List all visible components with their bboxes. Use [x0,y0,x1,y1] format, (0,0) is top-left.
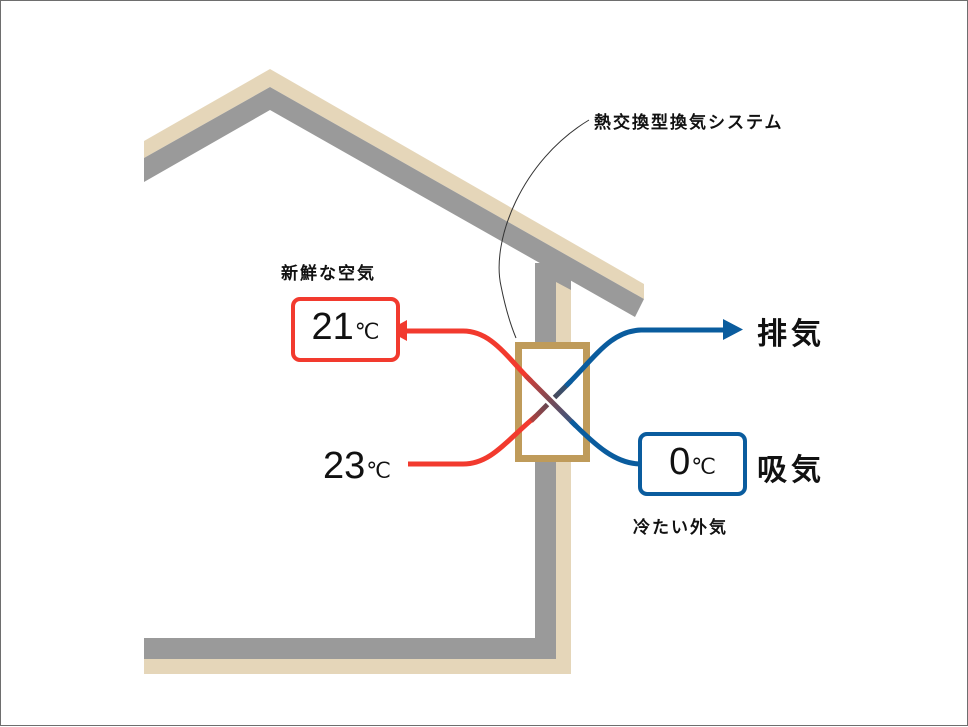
supply-temperature-value: 21 [311,306,354,348]
outside-temperature: 0℃ [669,443,716,486]
return-temperature-unit: ℃ [366,458,391,483]
leader-line [498,119,590,339]
return-temperature: 23℃ [323,447,391,490]
cold-outside-air-label: 冷たい外気 [633,518,728,538]
outside-temperature-value: 0 [669,440,691,483]
outside-temperature-box: 0℃ [638,432,747,496]
supply-temperature-box: 21℃ [291,297,400,362]
fresh-air-label: 新鮮な空気 [281,264,376,284]
exhaust-arrow-head [723,319,743,340]
floor-gray-layer [144,638,556,659]
heat-exchanger-box [515,342,590,462]
supply-temperature: 21℃ [312,308,380,351]
supply-temperature-unit: ℃ [354,319,380,344]
wall-beige-layer [556,276,571,674]
exhaust-air-path [408,319,743,467]
intake-label: 吸気 [757,453,825,488]
exhaust-label: 排気 [757,317,825,352]
floor-beige-layer [144,659,571,674]
system-title-label: 熱交換型換気システム [594,113,784,133]
supply-air-path [388,320,642,467]
outside-temperature-unit: ℃ [691,453,716,479]
return-temperature-value: 23 [323,445,366,487]
